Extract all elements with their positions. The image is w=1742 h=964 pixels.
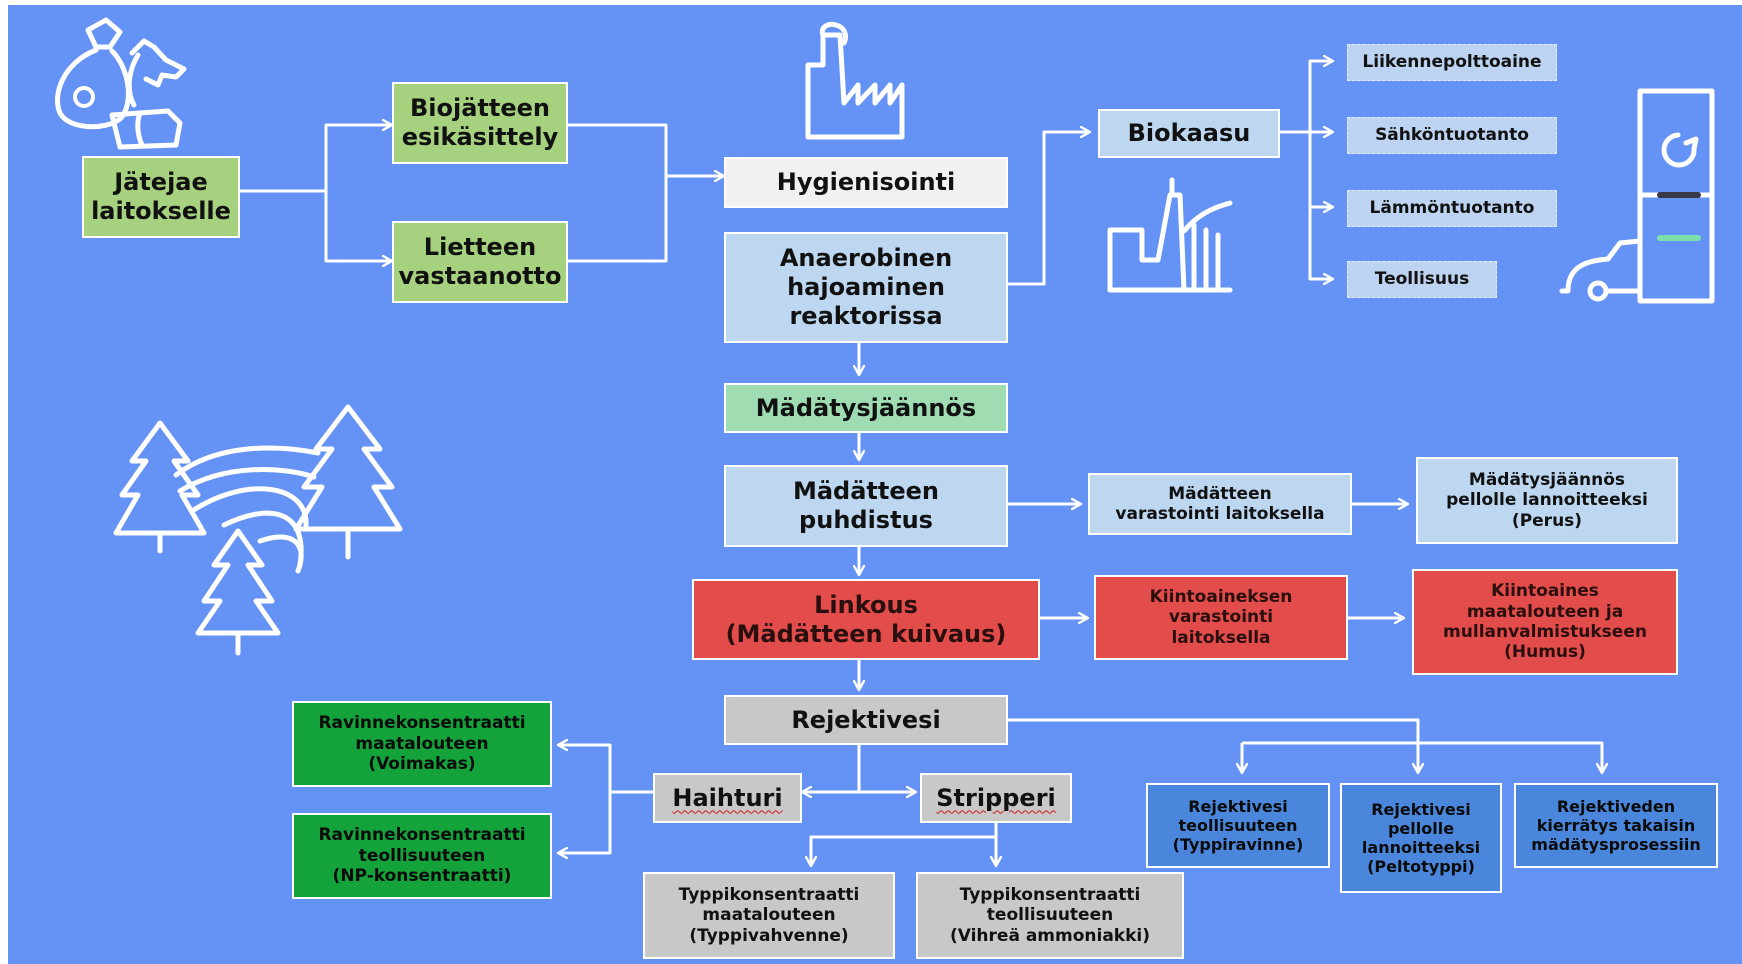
linkous-box: Linkous (Mädätteen kuivaus) — [692, 579, 1040, 660]
biokaasu-box: Biokaasu — [1098, 109, 1280, 158]
typpi-teollisuuteen-box: Typpikonsentraatti teollisuuteen (Vihreä… — [916, 872, 1184, 959]
fuel-pump-car-icon — [1559, 88, 1715, 304]
sahkontuotanto-box: Sähköntuotanto — [1347, 117, 1557, 154]
rejektivesi-box: Rejektivesi — [724, 695, 1008, 745]
typpi-maatalouteen-box: Typpikonsentraatti maatalouteen (Typpiva… — [643, 872, 895, 959]
forest-field-icon — [113, 404, 403, 656]
biojatteen-esikasittely-box: Biojätteen esikäsittely — [392, 82, 568, 164]
rejektivesi-pellolle-box: Rejektivesi pellolle lannoitteeksi (Pelt… — [1340, 783, 1502, 893]
lammontuotanto-box: Lämmöntuotanto — [1347, 190, 1557, 227]
kiintoaines-maatalouteen-box: Kiintoaines maatalouteen ja mullanvalmis… — [1412, 569, 1678, 675]
kiintoaineksen-varastointi-box: Kiintoaineksen varastointi laitoksella — [1094, 575, 1348, 660]
power-plant-icon — [1107, 177, 1233, 293]
stripperi-label: Stripperi — [936, 783, 1056, 812]
anaerobinen-hajoaminen-box: Anaerobinen hajoaminen reaktorissa — [724, 232, 1008, 343]
liikennepolttoaine-box: Liikennepolttoaine — [1347, 44, 1557, 81]
ravinne-teollisuuteen-box: Ravinnekonsentraatti teollisuuteen (NP-k… — [292, 813, 552, 899]
factory-icon — [805, 22, 905, 140]
stripperi-box: Stripperi — [920, 773, 1072, 823]
connector-lines — [240, 5, 1742, 964]
lietteen-vastaanotto-box: Lietteen vastaanotto — [392, 221, 568, 303]
hygienisointi-box: Hygienisointi — [724, 157, 1008, 208]
haihturi-label: Haihturi — [672, 783, 783, 812]
madatysjaannos-box: Mädätysjäännös — [724, 383, 1008, 433]
madatysjaannos-pellolle-box: Mädätysjäännös pellolle lannoitteeksi (P… — [1416, 457, 1678, 544]
madatteen-varastointi-box: Mädätteen varastointi laitoksella — [1088, 473, 1352, 535]
madatteen-puhdistus-box: Mädätteen puhdistus — [724, 465, 1008, 547]
haihturi-box: Haihturi — [653, 773, 802, 823]
waste-bags-icon — [55, 17, 187, 150]
diagram-canvas: Jätejae laitokselle Biojätteen esikäsitt… — [8, 5, 1742, 964]
rejektivesi-teollisuuteen-box: Rejektivesi teollisuuteen (Typpiravinne) — [1146, 783, 1330, 868]
teollisuus-box: Teollisuus — [1347, 261, 1497, 298]
jatejae-box: Jätejae laitokselle — [82, 156, 240, 238]
ravinne-maatalouteen-box: Ravinnekonsentraatti maatalouteen (Voima… — [292, 701, 552, 787]
rejektiveden-kierratys-box: Rejektiveden kierrätys takaisin mädätysp… — [1514, 783, 1718, 868]
